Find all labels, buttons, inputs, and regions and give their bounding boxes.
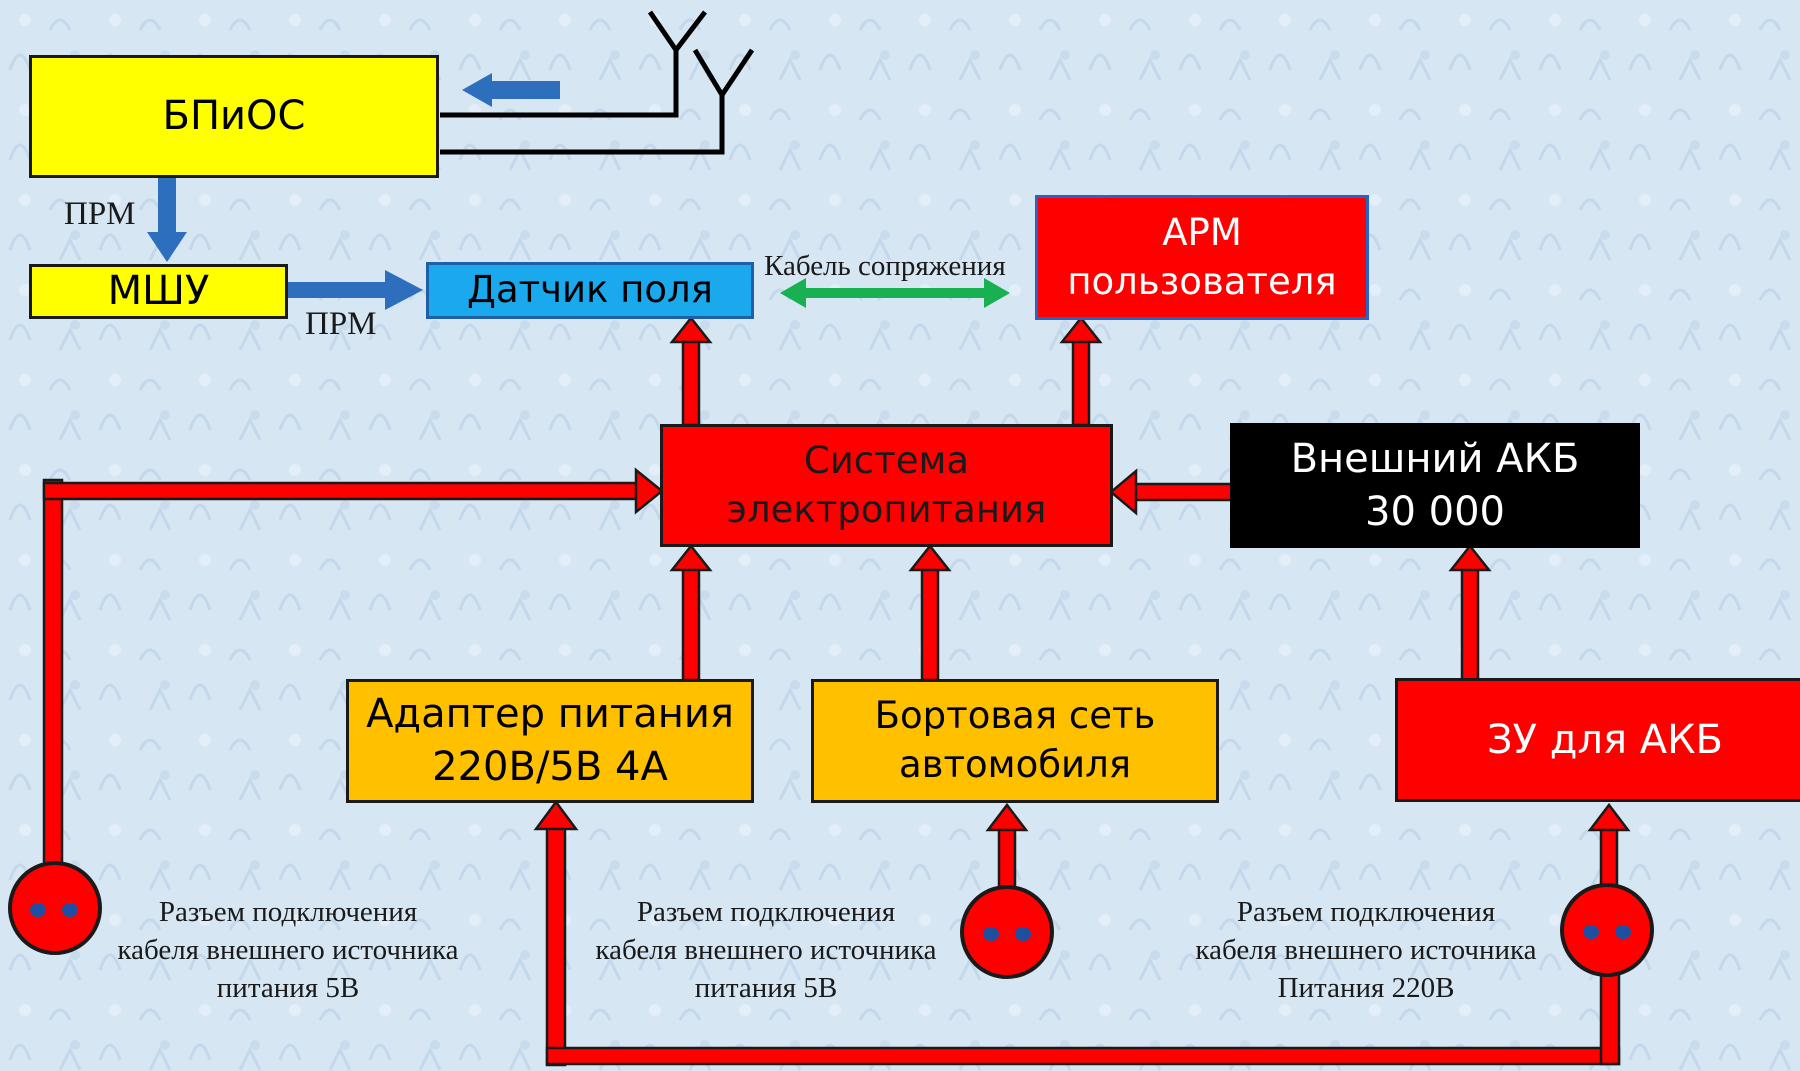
battery-to-power-arrow xyxy=(1109,468,1234,516)
middle-connector-caption: Разъем подключения кабеля внешнего источ… xyxy=(556,893,976,1007)
middle-connector-caption-line3: питания 5В xyxy=(694,972,838,1004)
middle-connector-caption-line1: Разъем подключения xyxy=(636,896,896,928)
external-battery-label-line1: Внешний АКБ xyxy=(1290,435,1580,482)
charger-block: ЗУ для АКБ xyxy=(1395,678,1800,802)
left-connector-caption: Разъем подключения кабеля внешнего источ… xyxy=(78,893,498,1007)
mshu-block: МШУ xyxy=(29,264,288,319)
left-connector-caption-line3: питания 5В xyxy=(216,972,360,1004)
middle-connector-plug xyxy=(960,885,1054,979)
field-sensor-label: Датчик поля xyxy=(467,268,713,312)
bottom-loop-wire xyxy=(533,799,1621,1067)
arm-label-line2: пользователя xyxy=(1067,259,1337,303)
middle-connector-caption-line2: кабеля внешнего источника xyxy=(595,934,937,966)
incoming-signal-arrow xyxy=(462,73,560,107)
power-to-sensor-arrow xyxy=(669,315,713,427)
prm-label-horizontal: ПРМ xyxy=(305,306,377,342)
car-to-power-arrow xyxy=(908,543,952,682)
left-connector-caption-line2: кабеля внешнего источника xyxy=(117,934,459,966)
car-network-label-line1: Бортовая сеть xyxy=(874,694,1156,738)
power-system-label-line2: электропитания xyxy=(726,487,1047,531)
antenna-icon xyxy=(440,10,755,155)
arm-block: АРМ пользователя xyxy=(1035,195,1369,320)
interface-cable-arrow xyxy=(780,278,1010,308)
arm-label-line1: АРМ xyxy=(1162,210,1242,254)
power-adapter-block: Адаптер питания 220В/5В 4А xyxy=(346,679,754,803)
bpios-label: БПиОС xyxy=(162,93,306,140)
right-connector-plug xyxy=(1560,883,1654,977)
charger-label: ЗУ для АКБ xyxy=(1487,716,1723,763)
right-connector-caption-line1: Разъем подключения xyxy=(1236,896,1496,928)
car-network-block: Бортовая сеть автомобиля xyxy=(811,679,1219,803)
car-network-label-line2: автомобиля xyxy=(898,743,1131,786)
power-system-block: Система электропитания xyxy=(660,424,1113,547)
bpios-to-mshu-arrow xyxy=(147,178,187,262)
bpios-block: БПиОС xyxy=(29,55,439,178)
power-to-arm-arrow xyxy=(1059,315,1103,427)
left-connector-wire xyxy=(42,467,664,872)
prm-label-vertical: ПРМ xyxy=(64,196,136,232)
power-adapter-label-line1: Адаптер питания xyxy=(366,691,734,738)
external-battery-block: Внешний АКБ 30 000 xyxy=(1230,423,1640,548)
mshu-to-sensor-arrow xyxy=(285,270,423,310)
external-battery-label-line2: 30 000 xyxy=(1365,488,1505,535)
middle-connector-wire xyxy=(985,802,1029,920)
mshu-label: МШУ xyxy=(107,268,210,315)
left-connector-caption-line1: Разъем подключения xyxy=(158,896,418,928)
power-adapter-label-line2: 220В/5В 4А xyxy=(432,744,668,790)
adapter-to-power-arrow xyxy=(669,543,713,682)
interface-cable-label: Кабель сопряжения xyxy=(764,250,1006,282)
power-system-label-line1: Система xyxy=(803,438,970,482)
right-connector-caption-line3: Питания 220В xyxy=(1277,972,1455,1004)
left-connector-plug xyxy=(8,861,102,955)
right-connector-caption: Разъем подключения кабеля внешнего источ… xyxy=(1156,893,1576,1007)
charger-to-battery-arrow xyxy=(1448,543,1492,682)
right-connector-caption-line2: кабеля внешнего источника xyxy=(1195,934,1537,966)
field-sensor-block: Датчик поля xyxy=(426,262,754,319)
